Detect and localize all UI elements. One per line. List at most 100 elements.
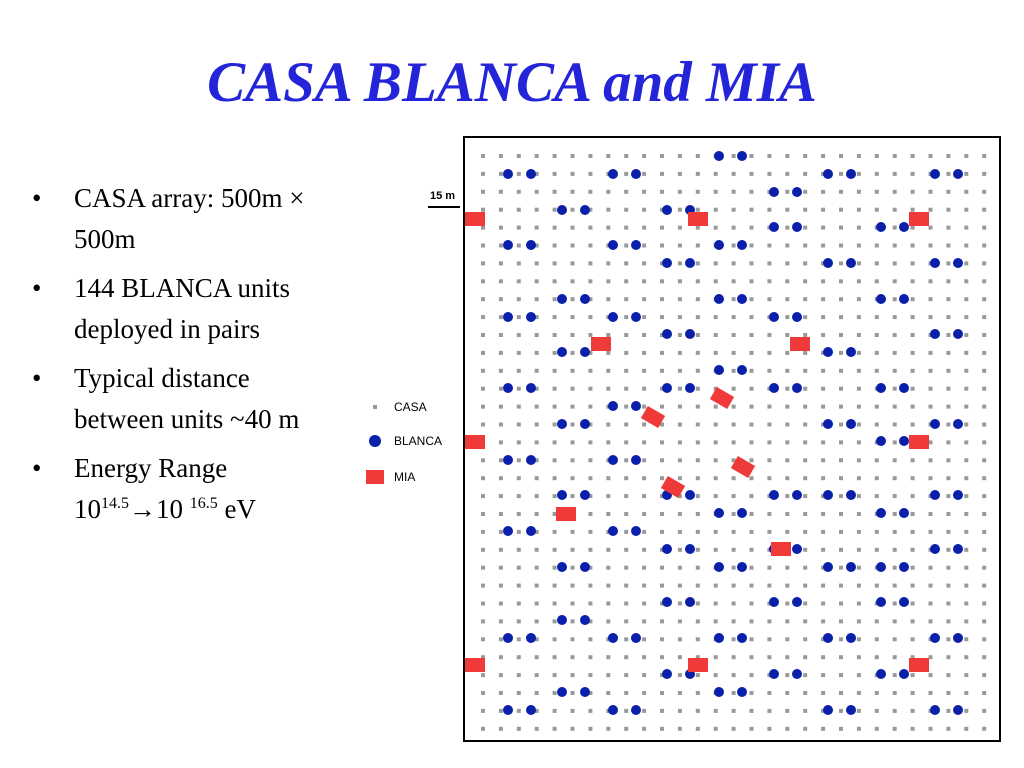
casa-station	[964, 368, 969, 373]
casa-station	[928, 619, 933, 624]
casa-station	[588, 386, 593, 391]
casa-station	[552, 476, 557, 481]
casa-station	[749, 619, 754, 624]
casa-station	[660, 171, 664, 176]
casa-station	[552, 619, 557, 624]
blanca-unit	[557, 687, 567, 697]
mia-module	[909, 435, 929, 449]
casa-station	[749, 171, 754, 176]
blanca-unit	[792, 222, 802, 232]
casa-station	[892, 655, 897, 660]
casa-station	[874, 583, 879, 588]
casa-station	[731, 243, 736, 248]
casa-station	[946, 583, 951, 588]
blanca-unit	[846, 419, 856, 429]
blanca-unit	[608, 401, 618, 411]
blanca-unit	[662, 329, 672, 339]
casa-station	[767, 512, 772, 516]
casa-station	[946, 171, 951, 176]
casa-station	[660, 404, 664, 409]
casa-station	[946, 637, 951, 642]
blanca-unit	[580, 205, 590, 215]
casa-station	[570, 404, 575, 409]
casa-station	[481, 565, 485, 570]
casa-station	[767, 368, 772, 373]
casa-station	[642, 547, 647, 552]
casa-station	[839, 243, 843, 248]
casa-station	[856, 583, 861, 588]
casa-station	[803, 386, 808, 391]
casa-station	[839, 637, 843, 642]
casa-station	[892, 350, 897, 355]
casa-station	[803, 422, 808, 427]
casa-station	[677, 637, 682, 642]
casa-station	[731, 726, 736, 731]
casa-station	[856, 619, 861, 624]
casa-station	[642, 350, 647, 355]
casa-station	[498, 243, 503, 248]
casa-station	[803, 619, 808, 624]
blanca-unit	[876, 562, 886, 572]
casa-station	[731, 547, 736, 552]
casa-station	[713, 386, 718, 391]
casa-station	[642, 512, 647, 516]
casa-station	[856, 601, 861, 606]
blanca-unit	[557, 615, 567, 625]
blanca-unit	[876, 294, 886, 304]
blanca-unit	[608, 705, 618, 715]
casa-station	[821, 368, 826, 373]
casa-station	[928, 565, 933, 570]
casa-station	[964, 279, 969, 284]
casa-station	[642, 404, 647, 409]
casa-station	[695, 350, 700, 355]
casa-station	[642, 726, 647, 731]
casa-station	[713, 619, 718, 624]
casa-station	[910, 261, 915, 266]
casa-station	[660, 637, 664, 642]
casa-station	[570, 315, 575, 320]
casa-station	[892, 297, 897, 302]
casa-station	[552, 333, 557, 337]
casa-station	[803, 404, 808, 409]
blanca-unit	[953, 258, 963, 268]
casa-station	[695, 601, 700, 606]
casa-station	[534, 243, 539, 248]
blanca-unit	[503, 240, 513, 250]
casa-station	[874, 279, 879, 284]
casa-station	[731, 494, 736, 499]
casa-station	[803, 583, 808, 588]
casa-station	[534, 279, 539, 284]
casa-station	[785, 350, 790, 355]
casa-station	[767, 726, 772, 731]
casa-station	[964, 547, 969, 552]
blanca-unit	[899, 669, 909, 679]
casa-station	[677, 726, 682, 731]
casa-station	[982, 171, 987, 176]
casa-station	[785, 297, 790, 302]
casa-station	[695, 547, 700, 552]
casa-station	[695, 494, 700, 499]
casa-station	[821, 458, 826, 463]
casa-station	[498, 386, 503, 391]
blanca-unit	[503, 705, 513, 715]
casa-station	[677, 350, 682, 355]
blanca-unit	[792, 597, 802, 607]
casa-station	[749, 458, 754, 463]
mia-module	[591, 337, 611, 351]
casa-station	[570, 279, 575, 284]
casa-station	[713, 601, 718, 606]
casa-station	[570, 601, 575, 606]
casa-station	[821, 440, 826, 445]
casa-station	[481, 494, 485, 499]
casa-station	[642, 189, 647, 194]
casa-station	[749, 655, 754, 660]
casa-station	[660, 315, 664, 320]
casa-station	[803, 691, 808, 695]
casa-station	[731, 708, 736, 713]
casa-station	[946, 494, 951, 499]
blanca-unit	[714, 562, 724, 572]
casa-station	[982, 261, 987, 266]
casa-station	[695, 565, 700, 570]
casa-station	[534, 404, 539, 409]
casa-station	[821, 583, 826, 588]
